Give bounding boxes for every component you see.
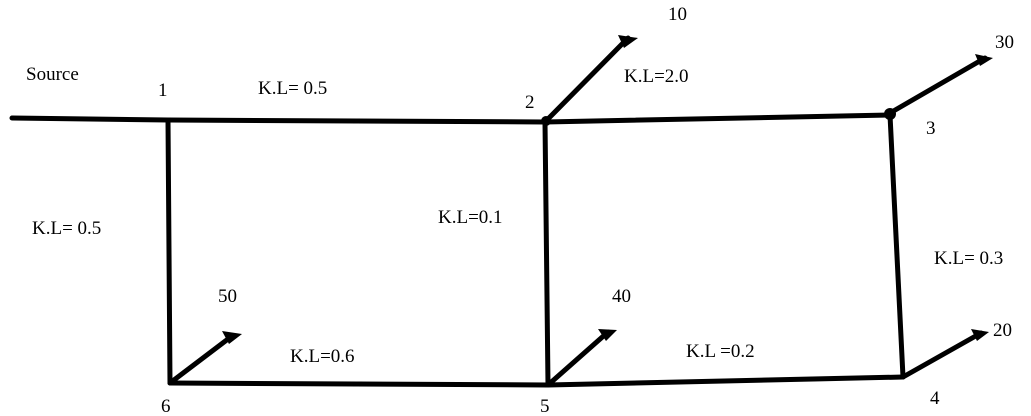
demand-label-node-3: 30 <box>995 32 1014 53</box>
node-label-1: 1 <box>158 80 168 101</box>
pipe-label-2-5: K.L=0.1 <box>438 207 503 228</box>
pipe-2-3 <box>542 112 893 125</box>
pipe-label-3-4: K.L= 0.3 <box>934 248 1003 269</box>
pipe-2-5 <box>542 119 551 388</box>
pipe-label-1-6: K.L= 0.5 <box>32 218 101 239</box>
pipe-3-4 <box>887 112 906 380</box>
pipe-1-2 <box>165 117 548 125</box>
demand-label-node-4: 20 <box>993 320 1012 341</box>
node-label-5: 5 <box>540 396 550 416</box>
junction-node-2 <box>541 116 551 126</box>
source-pipe <box>9 115 171 123</box>
pipe-1-6 <box>165 117 173 386</box>
pipe-label-1-2: K.L= 0.5 <box>258 78 327 99</box>
node-label-4: 4 <box>930 388 940 409</box>
demand-tap-node-2 <box>542 35 638 125</box>
junction-node-3 <box>884 108 896 120</box>
pipe-label-5-4: K.L =0.2 <box>686 341 755 362</box>
demand-tap-node-6 <box>167 331 242 386</box>
node-label-6: 6 <box>161 396 171 416</box>
pipe-5-4 <box>545 374 906 388</box>
demand-tap-node-4 <box>900 329 989 380</box>
demand-tap-node-5 <box>545 329 617 388</box>
demand-label-node-2: 10 <box>668 4 687 25</box>
pipe-6-5 <box>167 380 551 388</box>
node-label-3: 3 <box>926 118 936 139</box>
pipe-label-6-5: K.L=0.6 <box>290 346 355 367</box>
pipe-label-2-3: K.L=2.0 <box>624 66 689 87</box>
demand-label-node-5: 40 <box>612 286 631 307</box>
source-label: Source <box>26 64 79 85</box>
node-label-2: 2 <box>525 92 535 113</box>
demand-tap-node-3 <box>887 54 993 116</box>
demand-label-node-6: 50 <box>218 286 237 307</box>
